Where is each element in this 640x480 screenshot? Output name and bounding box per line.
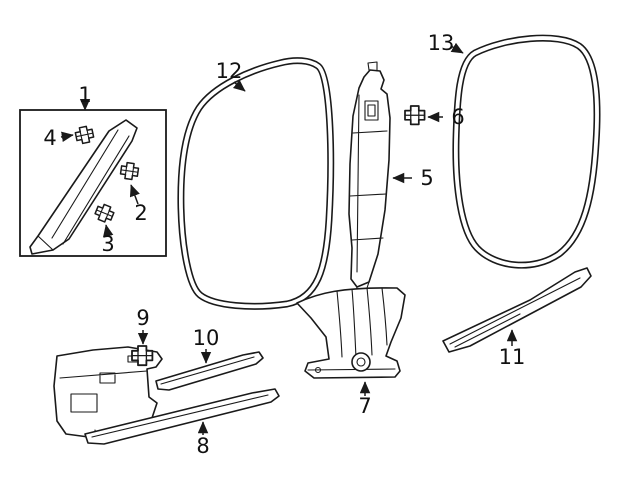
callout-5[interactable]: 5 [420,166,433,190]
callout-12[interactable]: 12 [216,59,243,83]
seal-outline [177,57,335,310]
seal-outline-inner [454,36,599,268]
callout-7[interactable]: 7 [358,394,371,418]
leader-arrow-4 [60,131,74,143]
callout-2[interactable]: 2 [134,201,147,225]
grommet-inner [356,357,366,367]
callout-6[interactable]: 6 [451,105,464,129]
clip-2 [119,161,140,181]
b-pillar-lower-trim [296,287,406,379]
callout-4[interactable]: 4 [43,126,56,150]
sill-trim-strip [155,351,264,391]
callout-8[interactable]: 8 [196,434,209,458]
callout-11[interactable]: 11 [499,345,526,369]
cowl-side-trim-panel [53,346,163,439]
inset-box-group [19,109,167,257]
rib-lines [307,287,396,371]
clip-6 [404,105,426,126]
detail-lines [349,61,388,293]
leader-arrow-12 [232,79,246,92]
callout-13[interactable]: 13 [428,31,455,55]
callout-10[interactable]: 10 [193,326,220,350]
rear-sill-scuff-strip [442,267,592,353]
a-pillar-trim [29,119,138,255]
clip-4 [73,124,96,146]
outline [155,351,264,391]
rear-door-opening-seal [452,34,601,269]
grommet-outer [351,352,371,372]
outline [348,69,391,288]
outline [84,388,280,445]
front-sill-scuff-strip [84,388,280,445]
detail-lines [37,129,130,251]
outline [296,287,406,379]
detail-lines [449,277,581,348]
callout-labels: 1 2 3 4 5 6 7 8 9 10 11 12 13 [43,31,525,458]
leader-arrows [60,42,518,435]
leader-arrow-2 [129,184,140,205]
callout-9[interactable]: 9 [136,306,149,330]
detail-line [160,356,255,385]
fastener-hole [314,366,322,374]
b-pillar-upper-trim [348,61,391,293]
leader-arrow-3 [103,224,114,238]
seal-outline-inner [179,58,333,309]
front-door-opening-seal [177,57,335,310]
clip-3 [92,201,117,225]
inset-box [19,109,167,257]
callout-3[interactable]: 3 [101,232,114,256]
callout-1[interactable]: 1 [78,83,91,107]
leader-arrow-13 [450,42,464,54]
detail-line [91,394,269,438]
